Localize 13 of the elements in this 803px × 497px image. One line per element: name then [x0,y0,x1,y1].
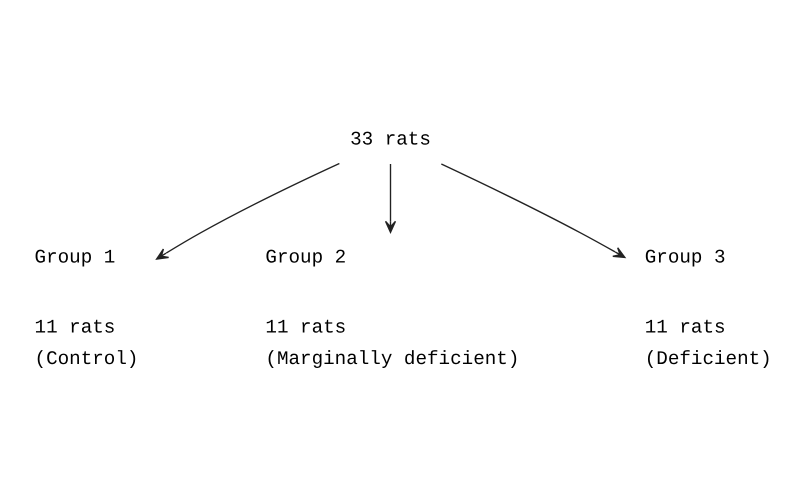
node-text: Group 1 [34,246,116,269]
node-label: 11 rats [265,316,346,339]
node-text: 33 rats [350,128,431,150]
node-label: (Control) [34,348,138,370]
node-label: (Deficient) [644,348,772,370]
arrow [441,163,626,258]
arrow [156,162,340,260]
node-label: (Marginally deficient) [265,348,520,370]
node-text: Group 3 [644,246,726,269]
arrow [384,164,396,234]
node-label: 11 rats [34,316,116,339]
node-text: Group 2 [265,246,346,269]
node-label: 11 rats [644,316,726,339]
